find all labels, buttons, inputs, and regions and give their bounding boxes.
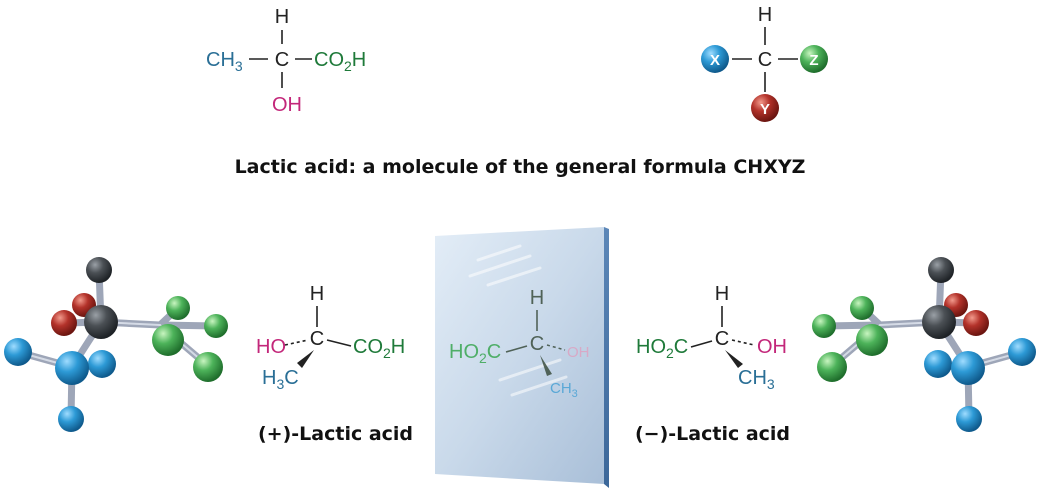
plus-ho-label: HO [256, 336, 286, 358]
general-h-label: H [758, 4, 772, 26]
model-green-atom-icon [166, 296, 190, 320]
model-green-atom-icon [856, 324, 888, 356]
mirror-edge [604, 227, 609, 488]
model-blue-atom-icon [58, 406, 84, 432]
mirror-h-label: H [530, 287, 544, 309]
plus-bond-c-co2h [326, 339, 352, 347]
top-lactic-formula: H CH3 C CO2H OH [206, 6, 366, 116]
model-blue-atom-icon [951, 351, 985, 385]
plus-wedge-bond [297, 350, 314, 368]
atom-z-icon [800, 45, 828, 73]
model-carbon-icon [84, 305, 118, 339]
top-c-label: C [275, 49, 289, 71]
minus-oh-label: OH [757, 336, 787, 358]
plus-lactic-acid-label: (+)-Lactic acid [258, 423, 414, 445]
atom-y-icon [751, 94, 779, 122]
atom-y-label: Y [760, 101, 770, 118]
atom-x-icon [701, 45, 729, 73]
mirror-ho2c-label: HO2C [449, 341, 501, 366]
model-blue-atom-icon [88, 350, 116, 378]
minus-ho2c-label: HO2C [636, 336, 688, 361]
model-green-atom-icon [193, 352, 223, 382]
general-formula: H X C Z Y [701, 4, 828, 122]
model-oxygen-icon [51, 310, 77, 336]
model-green-atom-icon [152, 324, 184, 356]
mirror-bond-c-co2h [505, 345, 528, 353]
model-green-atom-icon [812, 314, 836, 338]
minus-c-label: C [715, 328, 729, 350]
atom-x-label: X [710, 52, 720, 69]
minus-lactic-structure: H HO2C C OH CH3 [636, 283, 787, 392]
plus-dashed-bond-ho [284, 339, 309, 346]
model-carbon-icon [86, 257, 112, 283]
mirror-ch3-label: CH3 [550, 380, 578, 400]
top-co2h-label: CO2H [314, 49, 366, 74]
atom-z-label: Z [809, 52, 818, 69]
ball-and-stick-model-minus [812, 257, 1036, 432]
figure-caption: Lactic acid: a molecule of the general f… [234, 156, 806, 178]
minus-wedge-bond [725, 350, 743, 368]
model-green-atom-icon [850, 296, 874, 320]
model-blue-atom-icon [924, 350, 952, 378]
minus-dashed-bond-oh [731, 339, 755, 346]
model-green-atom-icon [204, 314, 228, 338]
mirror-oh-label: OH [567, 344, 590, 361]
top-ch3-label: CH3 [206, 49, 243, 74]
mirror-pane [435, 227, 604, 484]
model-blue-atom-icon [4, 338, 32, 366]
general-c-label: C [758, 49, 772, 71]
ball-and-stick-model-plus [4, 257, 228, 432]
model-blue-atom-icon [1008, 338, 1036, 366]
model-blue-atom-icon [956, 406, 982, 432]
minus-lactic-acid-label: (−)-Lactic acid [635, 423, 791, 445]
mirror-wedge-bond [540, 355, 552, 376]
plus-co2h-label: CO2H [353, 336, 405, 361]
plus-c-label: C [310, 328, 324, 350]
model-oxygen-icon [963, 310, 989, 336]
mirror-c-label: C [530, 333, 544, 355]
model-green-atom-icon [817, 352, 847, 382]
model-carbon-icon [922, 305, 956, 339]
model-carbon-icon [928, 257, 954, 283]
plus-h3c-label: H3C [262, 367, 299, 392]
top-h-label: H [275, 6, 289, 28]
mirror: H HO2C C OH CH3 [435, 227, 609, 488]
minus-ch3-label: CH3 [738, 367, 775, 392]
model-blue-atom-icon [55, 351, 89, 385]
plus-lactic-structure: H HO C CO2H H3C [256, 283, 405, 392]
minus-bond-c-co2h [690, 340, 713, 348]
top-oh-label: OH [272, 94, 302, 116]
minus-h-label: H [715, 283, 729, 305]
plus-h-label: H [310, 283, 324, 305]
